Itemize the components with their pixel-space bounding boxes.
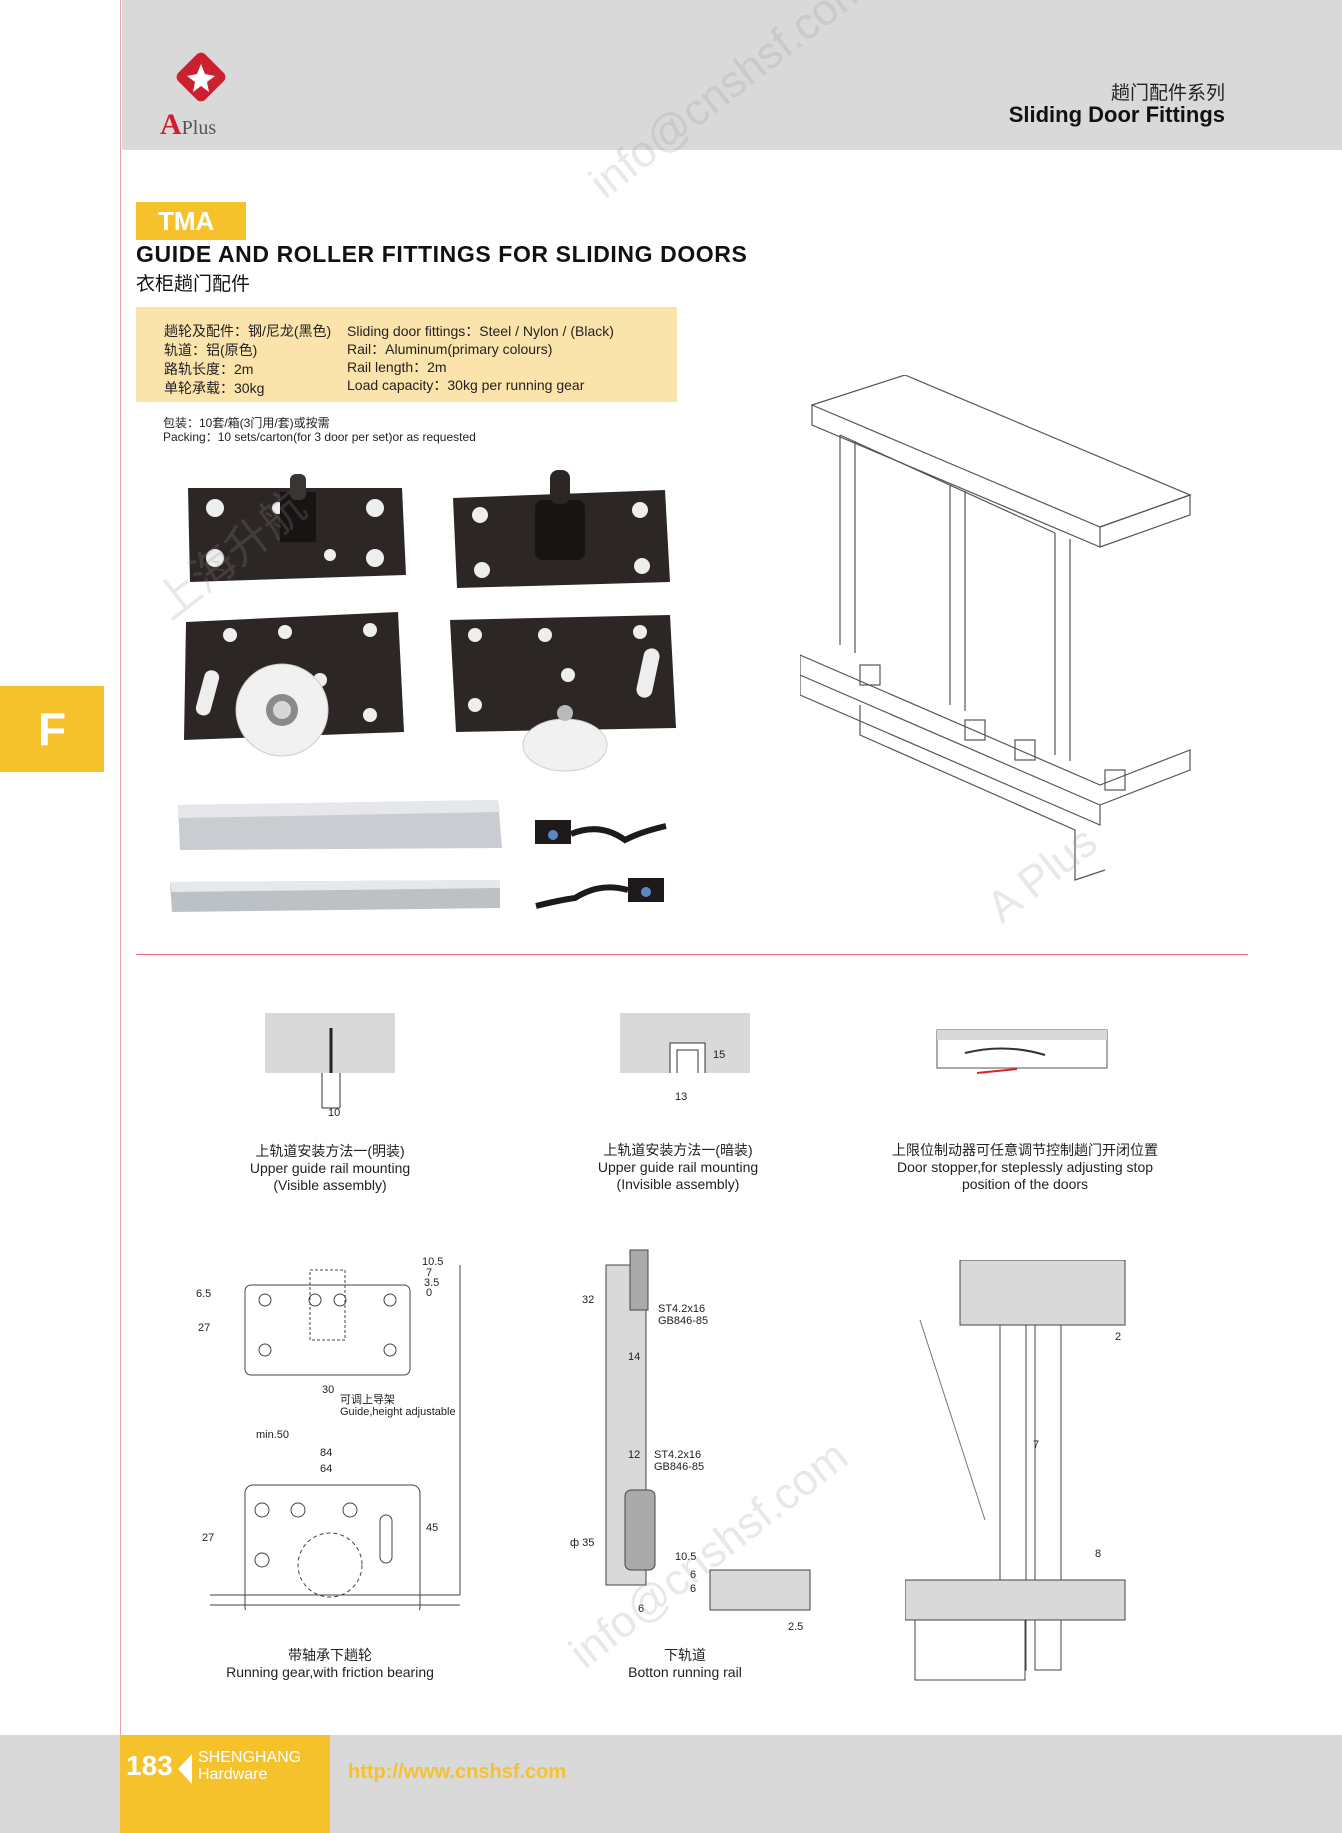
- spec-cn-line: 趟轮及配件：钢/尼龙(黑色): [164, 323, 332, 339]
- company-name: SHENGHANG Hardware: [198, 1749, 301, 1783]
- dim-label: 64: [320, 1463, 332, 1475]
- dim-label: GB846-85: [654, 1461, 704, 1473]
- company-line: SHENGHANG: [198, 1749, 302, 1766]
- product-photos: [170, 470, 676, 912]
- roller-plate-left: [184, 612, 404, 757]
- dim-label: 27: [202, 1532, 214, 1544]
- packing-en: Packing：10 sets/carton(for 3 door per se…: [163, 430, 476, 444]
- dim-label: 32: [582, 1294, 594, 1306]
- header-band: [122, 0, 1342, 150]
- cabinet-assembly-drawing: [800, 375, 1192, 881]
- section-tab: F: [0, 686, 104, 772]
- chevron-left-icon: [178, 1754, 192, 1784]
- caption-stopper: 上限位制动器可任意调节控制趟门开闭位置 Door stopper,for ste…: [855, 1142, 1195, 1193]
- margin-line: [120, 0, 121, 1833]
- company-line: Hardware: [198, 1766, 268, 1783]
- dim-label: 7: [1033, 1439, 1039, 1451]
- caption-invisible-mount: 上轨道安装方法一(暗装) Upper guide rail mounting (…: [553, 1142, 803, 1193]
- dim-label: 8: [1095, 1548, 1101, 1560]
- packing-cn: 包装：10套/箱(3门用/套)或按需: [163, 416, 330, 430]
- caption-en: Upper guide rail mounting: [249, 1160, 411, 1176]
- caption-en: (Invisible assembly): [616, 1176, 740, 1192]
- caption-en: Running gear,with friction bearing: [226, 1664, 434, 1680]
- product-title-en: GUIDE AND ROLLER FITTINGS FOR SLIDING DO…: [136, 241, 748, 267]
- dim-label: 0: [426, 1287, 432, 1299]
- dim-label: 30: [322, 1384, 334, 1396]
- dim-label: Guide,height adjustable: [340, 1406, 456, 1418]
- spec-cn-line: 单轮承载：30kg: [164, 380, 265, 396]
- dim-label: 可调上导架: [340, 1393, 395, 1406]
- dim-label: ST4.2x16: [654, 1449, 701, 1461]
- visible-mount-diagram: 10: [265, 1013, 395, 1119]
- dim-label: 2.5: [788, 1621, 803, 1630]
- spec-cn-line: 路轨长度：2m: [164, 361, 254, 377]
- top-guide-plate-right: [453, 470, 670, 588]
- caption-en: Door stopper,for steplessly adjusting st…: [896, 1159, 1154, 1175]
- spec-cn-line: 轨道：铝(原色): [164, 342, 258, 358]
- spec-en-line: Rail length：2m: [347, 359, 447, 375]
- caption-cn: 下轨道: [664, 1647, 706, 1663]
- top-guide-plate-left: [188, 474, 406, 582]
- roller-plate-right: [450, 615, 676, 772]
- dim-label: 84: [320, 1447, 332, 1459]
- page-number: 183: [126, 1750, 173, 1781]
- caption-bottom-rail: 下轨道 Botton running rail: [560, 1647, 810, 1681]
- caption-en: Upper guide rail mounting: [597, 1159, 759, 1175]
- brand-logo: APlus: [160, 50, 270, 145]
- aluminium-rails: [170, 800, 502, 912]
- dim-label: 6: [690, 1583, 696, 1595]
- bottom-rail-drawing: 32 ST4.2x16 GB846-85 14 12 ST4.2x16 GB84…: [570, 1249, 811, 1630]
- caption-en: position of the doors: [961, 1176, 1089, 1192]
- dim-label: 45: [426, 1522, 438, 1534]
- product-title-cn: 衣柜趟门配件: [136, 274, 251, 295]
- caption-cn: 带轴承下趟轮: [288, 1647, 372, 1663]
- website-link[interactable]: http://www.cnshsf.com: [348, 1761, 567, 1783]
- door-stopper-diagram: [936, 1029, 1108, 1074]
- dim-label: 14: [628, 1351, 640, 1363]
- dim-label: min.50: [256, 1429, 289, 1441]
- cabinet-section-drawing: 2 7 8: [905, 1260, 1126, 1681]
- invisible-mount-diagram: 13 15: [620, 1013, 750, 1103]
- dim-label: 27: [198, 1322, 210, 1334]
- dim-label: 6: [690, 1569, 696, 1581]
- dim-label: ST4.2x16: [658, 1303, 705, 1315]
- section-divider: [136, 954, 1248, 955]
- header-title-cn: 趟门配件系列: [1110, 83, 1225, 104]
- dim-label: 3.5: [424, 1277, 439, 1289]
- dim-label: 13: [675, 1091, 687, 1103]
- caption-cn: 上轨道安装方法一(明装): [255, 1143, 405, 1159]
- dim-label: ф 35: [570, 1537, 594, 1549]
- caption-running-gear: 带轴承下趟轮 Running gear,with friction bearin…: [190, 1647, 470, 1681]
- dim-label: 10: [328, 1107, 340, 1119]
- door-stoppers: [535, 820, 667, 909]
- footer-accent: [120, 1735, 330, 1833]
- dim-label: 6.5: [196, 1288, 211, 1300]
- dim-label: 2: [1115, 1331, 1121, 1343]
- dim-label: 15: [713, 1049, 725, 1061]
- logo-diamond-icon: [176, 52, 226, 102]
- header-title-en: Sliding Door Fittings: [1008, 102, 1225, 127]
- caption-cn: 上轨道安装方法一(暗装): [603, 1142, 753, 1158]
- caption-en: (Visible assembly): [273, 1177, 387, 1193]
- caption-visible-mount: 上轨道安装方法一(明装) Upper guide rail mounting (…: [205, 1143, 455, 1194]
- dim-label: 6: [638, 1603, 644, 1615]
- product-code-badge: TMA: [136, 202, 246, 240]
- spec-en-line: Load capacity：30kg per running gear: [347, 377, 585, 393]
- caption-cn: 上限位制动器可任意调节控制趟门开闭位置: [892, 1142, 1158, 1158]
- spec-en-line: Sliding door fittings：Steel / Nylon / (B…: [347, 323, 614, 339]
- spec-box: 趟轮及配件：钢/尼龙(黑色) 轨道：铝(原色) 路轨长度：2m 单轮承载：30k…: [136, 307, 677, 402]
- dim-label: 10.5: [675, 1551, 696, 1563]
- dim-label: 7: [426, 1267, 432, 1279]
- caption-en: Botton running rail: [628, 1664, 742, 1680]
- dim-label: 12: [628, 1449, 640, 1461]
- spec-en-line: Rail：Aluminum(primary colours): [347, 341, 553, 357]
- dim-label: 10.5: [422, 1256, 443, 1268]
- running-gear-drawing: 10.5 7 3.5 0 6.5 27 30 可调上导架 Guide,heigh…: [196, 1256, 461, 1610]
- dim-label: GB846-85: [658, 1315, 708, 1327]
